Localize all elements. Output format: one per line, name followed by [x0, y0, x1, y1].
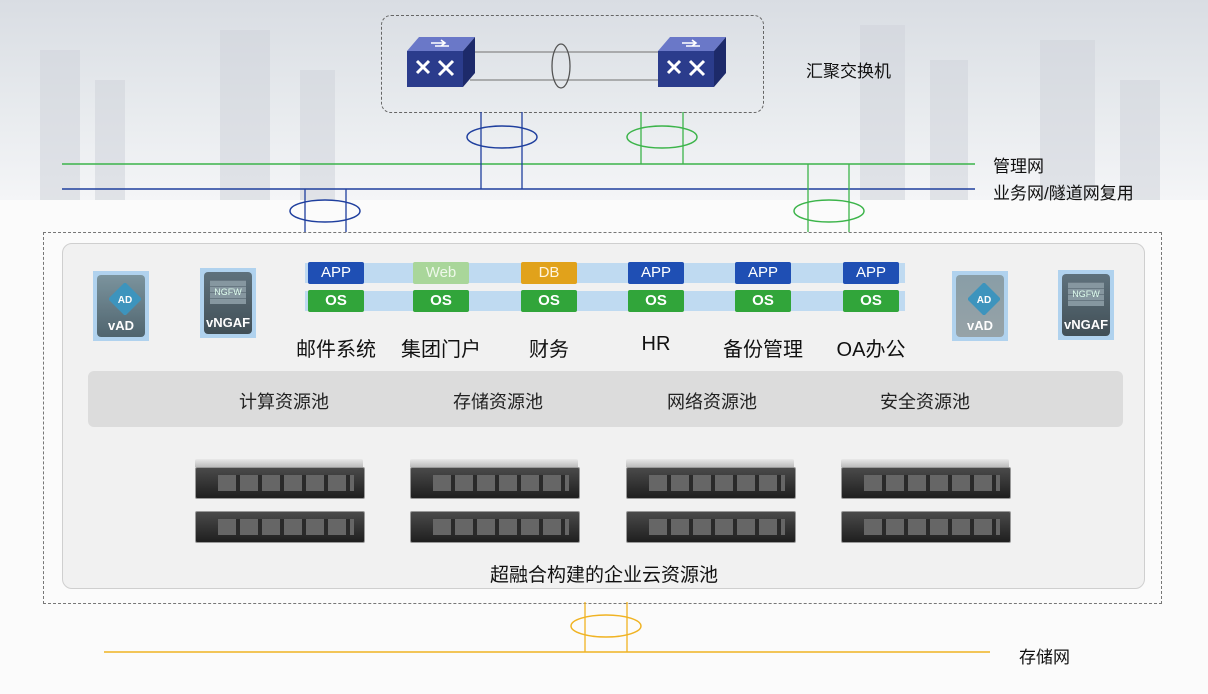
- os-chip: OS: [413, 290, 469, 312]
- vngaf-appliance: NGFW vNGAF: [200, 268, 256, 338]
- app-layer-band: [305, 263, 905, 283]
- os-chip: OS: [628, 290, 684, 312]
- server-chassis-top: [841, 459, 1009, 467]
- app-chip: APP: [628, 262, 684, 284]
- app-name-finance: 财务: [529, 339, 569, 361]
- app-name-backup: 备份管理: [723, 339, 803, 361]
- bond-icon: [793, 199, 865, 223]
- vad-appliance: AD vAD: [93, 271, 149, 341]
- vngaf-body: NGFW vNGAF: [204, 272, 252, 334]
- server-chassis-top: [410, 459, 578, 467]
- svg-text:AD: AD: [977, 295, 991, 306]
- background-building: [220, 30, 270, 200]
- background-building: [1120, 80, 1160, 200]
- storage-network-label: 存储网: [1019, 648, 1070, 667]
- bond-icon: [626, 125, 698, 149]
- web-chip: Web: [413, 262, 469, 284]
- server-icon: [626, 511, 796, 543]
- ad-icon: AD: [109, 283, 141, 315]
- background-building: [40, 50, 80, 200]
- app-chip: APP: [843, 262, 899, 284]
- bond-icon: [570, 614, 642, 638]
- server-icon: [841, 511, 1011, 543]
- app-name-mail: 邮件系统: [296, 339, 376, 361]
- vad-body: AD vAD: [97, 275, 145, 337]
- os-chip: OS: [308, 290, 364, 312]
- pool-compute: 计算资源池: [239, 392, 329, 412]
- vad-body: AD vAD: [956, 275, 1004, 337]
- resource-pool-bar: [88, 371, 1123, 427]
- background-building: [95, 80, 125, 200]
- vngaf-appliance: NGFW vNGAF: [1058, 270, 1114, 340]
- app-chip: APP: [308, 262, 364, 284]
- vad-appliance: AD vAD: [952, 271, 1008, 341]
- app-chip: APP: [735, 262, 791, 284]
- server-chassis-top: [195, 459, 363, 467]
- core-switch-label: 汇聚交换机: [806, 62, 891, 81]
- pool-storage: 存储资源池: [453, 392, 543, 412]
- mgmt-network-label: 管理网: [993, 157, 1044, 176]
- cluster-outer-boundary: [43, 232, 1162, 604]
- vad-label: vAD: [966, 318, 993, 333]
- vngaf-body: NGFW vNGAF: [1062, 274, 1110, 336]
- app-name-portal: 集团门户: [401, 339, 481, 361]
- background-building: [930, 60, 968, 200]
- app-name-hr: HR: [641, 333, 671, 355]
- business-network-label: 业务网/隧道网复用: [993, 184, 1134, 203]
- city-background: [0, 0, 1208, 200]
- bond-icon: [289, 199, 361, 223]
- server-icon: [410, 467, 580, 499]
- server-icon: [841, 467, 1011, 499]
- server-icon: [626, 467, 796, 499]
- os-layer-band: [305, 291, 905, 311]
- background-building: [1040, 40, 1095, 200]
- os-chip: OS: [735, 290, 791, 312]
- os-chip: OS: [521, 290, 577, 312]
- background-building: [300, 70, 335, 200]
- server-icon: [195, 511, 365, 543]
- ngfw-icon: NGFW: [1068, 282, 1104, 306]
- svg-text:AD: AD: [118, 295, 132, 306]
- vad-label: vAD: [107, 318, 134, 333]
- switch-icon: [407, 37, 475, 87]
- app-name-oa: OA办公: [836, 339, 906, 361]
- link-aggregation-icon: [551, 43, 571, 89]
- vngaf-label: vNGAF: [1063, 317, 1109, 332]
- db-chip: DB: [521, 262, 577, 284]
- cluster-title: 超融合构建的企业云资源池: [489, 565, 718, 586]
- os-chip: OS: [843, 290, 899, 312]
- background-building: [860, 25, 905, 200]
- core-switch-group: [381, 15, 764, 113]
- pool-network: 网络资源池: [667, 392, 757, 412]
- ngfw-icon: NGFW: [210, 280, 246, 304]
- switch-icon: [658, 37, 726, 87]
- ad-icon: AD: [968, 283, 1000, 315]
- bond-icon: [466, 125, 538, 149]
- server-chassis-top: [626, 459, 794, 467]
- server-icon: [195, 467, 365, 499]
- pool-security: 安全资源池: [880, 392, 970, 412]
- server-icon: [410, 511, 580, 543]
- vngaf-label: vNGAF: [205, 315, 251, 330]
